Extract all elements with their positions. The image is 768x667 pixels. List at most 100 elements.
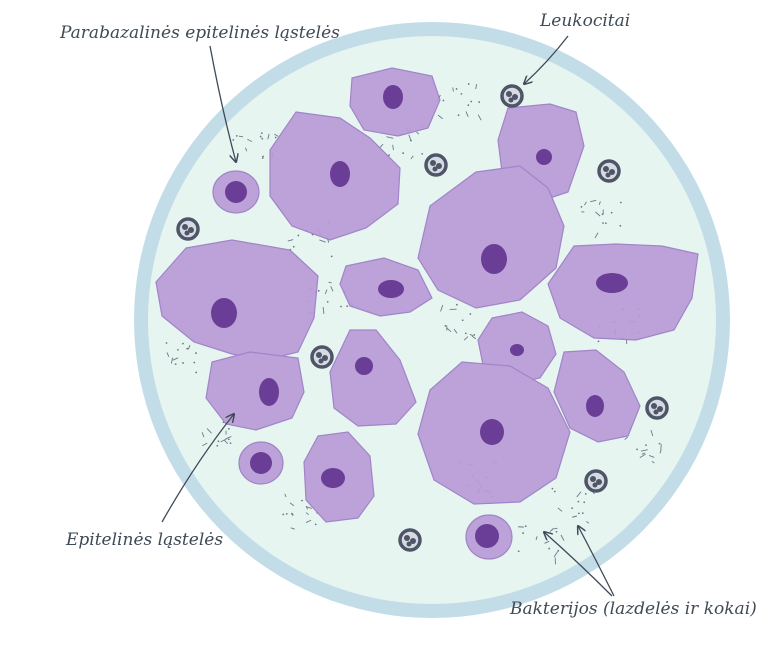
bacterium-coccus: [442, 99, 445, 102]
bacterium-rod: [330, 286, 334, 292]
bacterium-rod: [535, 536, 538, 541]
arrow-bacteria-2: [578, 526, 615, 597]
bacterium-rod: [557, 507, 563, 512]
nucleus: [510, 344, 524, 356]
bacterium-coccus: [317, 289, 320, 292]
bacterium-coccus: [645, 444, 647, 447]
nucleus: [250, 452, 272, 474]
label-epithelial-cells: Epitelinės ląstelės: [65, 530, 223, 550]
bacterium-coccus: [517, 550, 520, 553]
bacterium-coccus: [291, 513, 294, 516]
bacterium-coccus: [467, 83, 470, 85]
bacterium-coccus: [228, 427, 230, 430]
bacterium-coccus: [584, 492, 587, 495]
bacterium-rod: [551, 527, 558, 530]
bacterium-rod: [639, 453, 646, 459]
leukocyte: [424, 153, 448, 177]
leukocyte: [645, 396, 669, 420]
bacterium-rod: [305, 512, 310, 516]
bacterium-rod: [475, 84, 478, 90]
bacterium-rod: [440, 304, 444, 312]
bacterium-coccus: [227, 438, 230, 441]
cell-nuclei: [211, 85, 628, 548]
bacterium-coccus: [583, 501, 586, 504]
arrow-epithelial: [161, 414, 234, 523]
bacterium-coccus: [193, 361, 196, 364]
bacterium-coccus: [557, 549, 560, 552]
bacterium-coccus: [473, 334, 476, 336]
bacterium-rod: [187, 344, 191, 350]
bacterium-coccus: [182, 362, 184, 364]
nucleus: [383, 85, 403, 109]
leukocytes: [176, 84, 669, 552]
bacterium-coccus: [195, 352, 197, 354]
bacterium-rod: [544, 540, 550, 544]
bacterium-rod: [170, 357, 174, 364]
bacterium-coccus: [340, 305, 342, 308]
bacterium-rod: [410, 155, 414, 160]
bacterium-rod: [206, 428, 212, 434]
bacterium-coccus: [455, 303, 458, 306]
bacterium-coccus: [455, 88, 458, 90]
bacterium-coccus: [548, 547, 551, 550]
nucleus: [225, 181, 247, 203]
label-leukocytes: Leukocitai: [539, 11, 630, 31]
bacterium-rod: [463, 336, 469, 341]
bacterium-rod: [553, 551, 558, 558]
bacterium-rod: [453, 328, 458, 334]
bacterium-rod: [223, 439, 229, 445]
bacterium-coccus: [330, 255, 333, 258]
bacterium-rod: [319, 239, 326, 243]
bacterium-rod: [651, 460, 655, 464]
bacterium-coccus: [165, 342, 168, 344]
bacterium-rod: [576, 491, 582, 498]
bacterium-rod: [583, 201, 587, 206]
bacterium-coccus: [326, 300, 329, 303]
bacterium-coccus: [182, 342, 184, 345]
bacterium-coccus: [580, 205, 583, 208]
bacterium-rod: [469, 333, 474, 337]
epithelial-cells: [155, 67, 699, 523]
nucleus: [586, 395, 604, 417]
bacterium-rod: [247, 138, 253, 143]
bacterium-coccus: [470, 100, 473, 103]
epithelial-cell: [329, 329, 417, 427]
bacterium-rod: [172, 357, 179, 361]
bacterium-rod: [324, 289, 328, 295]
arrow-parabasal: [209, 45, 236, 162]
epithelial-cell: [547, 243, 699, 341]
bacterium-coccus: [581, 512, 584, 515]
bacterium-coccus: [232, 139, 235, 141]
bacterium-rod: [560, 534, 565, 541]
bacterium-coccus: [282, 513, 285, 516]
bacterium-coccus: [402, 152, 405, 154]
bacterium-rod: [284, 493, 287, 498]
bacterium-rod: [386, 136, 394, 139]
bacterium-coccus: [467, 104, 470, 107]
bacterium-coccus: [571, 507, 574, 510]
bacterium-coccus: [551, 487, 554, 490]
bacterium-rod: [437, 114, 443, 120]
epithelial-cell: [417, 165, 565, 309]
bacterium-coccus: [522, 532, 525, 534]
bacterium-rod: [220, 438, 227, 443]
bacterium-coccus: [274, 136, 277, 139]
bacterium-coccus: [174, 363, 177, 366]
bacterium-rod: [408, 134, 412, 141]
bacterium-rod: [305, 519, 312, 523]
arrow-leukocytes: [524, 35, 569, 84]
bacterium-coccus: [469, 313, 472, 315]
bacterium-coccus: [457, 114, 460, 117]
bacterium-rod: [648, 455, 655, 458]
bacterium-rod: [287, 239, 294, 242]
bacterium-rod: [290, 527, 295, 530]
bacterium-coccus: [285, 512, 288, 515]
bacterium-rod: [641, 452, 646, 455]
bacterium-coccus: [346, 305, 349, 307]
bacterium-rod: [659, 450, 662, 454]
bacterium-coccus: [195, 371, 198, 374]
bacterium-rod: [452, 87, 454, 92]
bacterium-coccus: [216, 444, 219, 447]
bacterium-coccus: [421, 152, 424, 155]
bacterium-coccus: [301, 499, 303, 502]
